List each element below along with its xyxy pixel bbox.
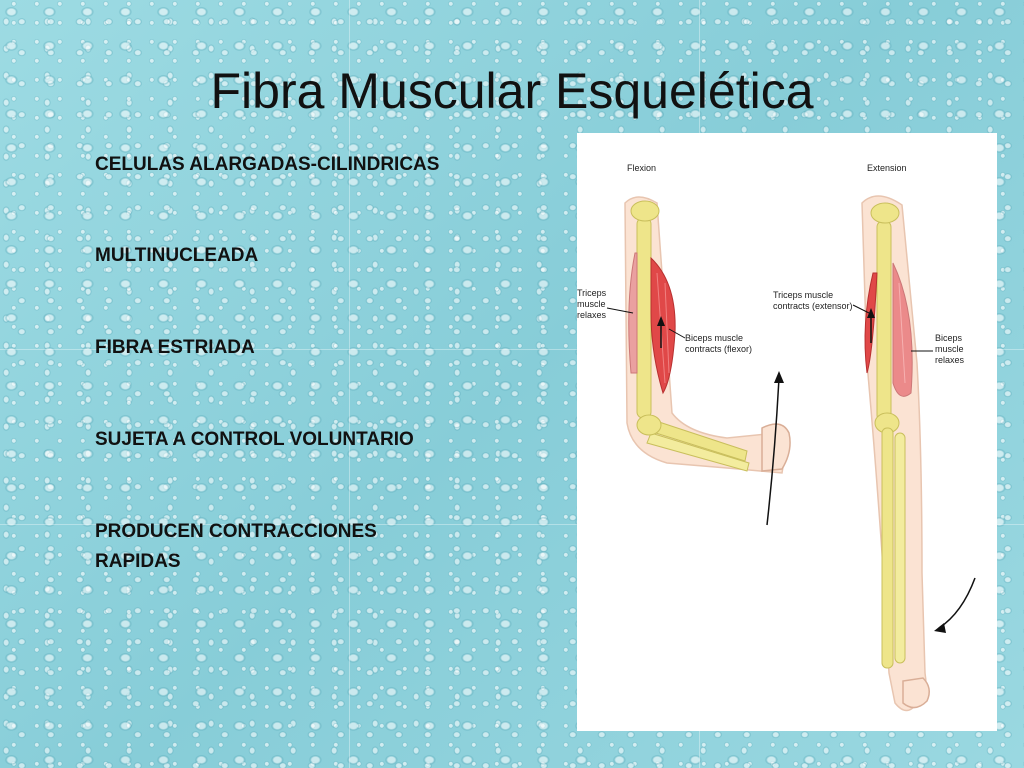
- svg-text:muscle: muscle: [935, 344, 964, 354]
- arm-muscle-figure: Flexion Extension Triceps muscle relaxes…: [577, 133, 997, 731]
- arm-diagram: Flexion Extension Triceps muscle relaxes…: [577, 163, 976, 712]
- bullet-item: CELULAS ALARGADAS-CILINDRICAS: [95, 154, 440, 175]
- tile-seam: [0, 524, 1024, 525]
- biceps-relaxes-label: Biceps muscle relaxes: [935, 333, 965, 365]
- flexion-title: Flexion: [627, 163, 656, 173]
- svg-text:Triceps muscle: Triceps muscle: [773, 290, 833, 300]
- bullet-item: PRODUCEN CONTRACCIONES RAPIDAS: [95, 521, 377, 572]
- svg-text:Biceps muscle: Biceps muscle: [685, 333, 743, 343]
- extension-arm: [852, 195, 976, 712]
- triceps-relaxes-label: Triceps muscle relaxes: [577, 288, 607, 320]
- svg-text:contracts (extensor): contracts (extensor): [773, 301, 853, 311]
- slide-title: Fibra Muscular Esquelética: [210, 63, 814, 119]
- tile-seam: [0, 349, 1024, 350]
- bullet-item: FIBRA ESTRIADA: [95, 337, 255, 358]
- svg-text:contracts (flexor): contracts (flexor): [685, 344, 752, 354]
- svg-text:Triceps: Triceps: [577, 288, 607, 298]
- bullet-item: MULTINUCLEADA: [95, 245, 259, 266]
- biceps-contracts-label: Biceps muscle contracts (flexor): [685, 333, 752, 354]
- svg-text:muscle: muscle: [577, 299, 606, 309]
- triceps-contracts-label: Triceps muscle contracts (extensor): [773, 290, 853, 311]
- svg-text:relaxes: relaxes: [935, 355, 965, 365]
- bullet-item: SUJETA A CONTROL VOLUNTARIO: [95, 429, 414, 450]
- tile-seam: [349, 0, 350, 768]
- flexion-arm: [606, 196, 791, 526]
- extension-title: Extension: [867, 163, 907, 173]
- svg-text:relaxes: relaxes: [577, 310, 607, 320]
- svg-text:Biceps: Biceps: [935, 333, 963, 343]
